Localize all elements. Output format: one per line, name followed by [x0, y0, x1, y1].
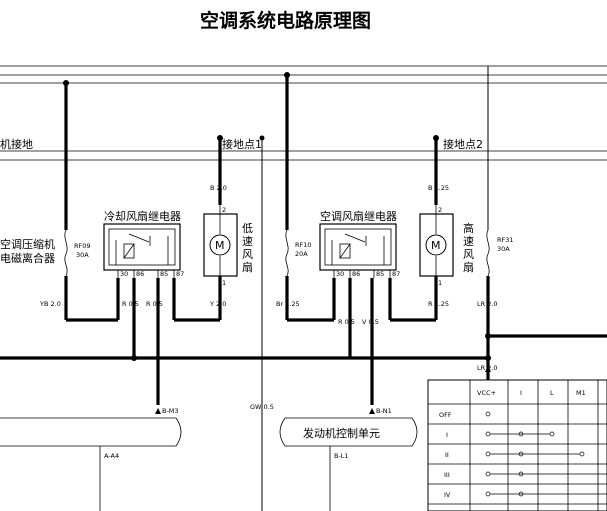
low-fan-pin-top: 2 [222, 206, 226, 214]
table-row-iii: III [444, 471, 450, 479]
connector-bn1: B-N1 [376, 407, 392, 415]
low-fan-label-4: 扇 [242, 260, 253, 274]
high-fan-label-4: 扇 [463, 260, 474, 274]
table-row-iv: IV [444, 491, 451, 499]
ecu-label: 发动机控制单元 [303, 426, 380, 440]
high-fan-pin-bottom: 1 [438, 279, 442, 287]
wire-label-lr20b: LR 2.0 [477, 364, 498, 372]
fuse-rf10-name: RF10 [295, 241, 312, 249]
relay1-wiring [116, 278, 220, 405]
relay2-pin-87: 87 [392, 270, 400, 278]
wire-label-r05c: R 0.5 [338, 318, 355, 326]
fuse-rf09-name: RF09 [74, 242, 91, 250]
wire-label-b125: B 1.25 [428, 184, 449, 192]
engine-control-unit [279, 408, 418, 511]
low-fan-label-2: 速 [242, 235, 253, 248]
cooling-fan-relay-label: 冷却风扇继电器 [104, 209, 181, 223]
ground-bus [0, 150, 607, 161]
relay1-pin-30: 30 [120, 270, 128, 278]
wire-label-b20: B 2.0 [210, 184, 227, 192]
rf31-circuit [485, 66, 607, 380]
table-row-ii: II [445, 451, 449, 459]
fuse-rf31-rating: 30A [497, 245, 510, 253]
table-row-i: I [446, 431, 448, 439]
table-header-vcc: VCC+ [477, 389, 496, 397]
low-fan-label-3: 风 [242, 248, 253, 261]
fuse-rf31-name: RF31 [497, 236, 514, 244]
high-fan-label-2: 速 [463, 235, 474, 248]
relay2-pin-86: 86 [352, 270, 360, 278]
low-fan-pin-bottom: 1 [222, 279, 226, 287]
table-row-off: OFF [439, 411, 452, 419]
ac-fan-fuse-circuit [284, 72, 334, 322]
fuse-rf10-rating: 20A [295, 250, 308, 258]
low-fan-label-1: 低 [242, 222, 253, 235]
wire-label-yb20: YB 2.0 [39, 300, 61, 308]
connector-aa4: A-A4 [104, 452, 119, 460]
connector-bl1: B-L1 [334, 452, 349, 460]
ground-wire-gw [259, 135, 265, 511]
relay1-pin-85: 85 [160, 270, 168, 278]
ground-point-1-label: 接地点1 [222, 138, 262, 151]
wire-label-r05b: R 0.5 [146, 300, 163, 308]
wire-label-y20: Y 2.0 [209, 300, 226, 308]
compressor-clutch-label-1: 空调压缩机 [0, 237, 55, 251]
ground-left-label: 机接地 [0, 137, 33, 151]
high-fan-label-1: 高 [463, 221, 474, 235]
compressor-clutch-circuit [63, 80, 118, 322]
relay2-pin-30: 30 [336, 270, 344, 278]
high-speed-fan-circuit [419, 135, 454, 320]
wire-label-gw05: GW 0.5 [250, 403, 274, 411]
wire-label-r125: R 1.25 [428, 300, 449, 308]
high-fan-label-3: 风 [463, 248, 474, 261]
relay1-pin-86: 86 [136, 270, 144, 278]
high-fan-motor-symbol: M [431, 239, 441, 252]
wire-label-lr20a: LR 2.0 [477, 300, 498, 308]
left-ecu-bracket [0, 408, 182, 511]
table-header-m1: M1 [576, 389, 586, 397]
relay2-pin-85: 85 [376, 270, 384, 278]
wire-label-br125: Br 1.25 [276, 300, 300, 308]
table-header-l: L [550, 389, 554, 397]
switch-table [427, 379, 607, 511]
power-bus [0, 65, 607, 84]
relay1-pin-87: 87 [176, 270, 184, 278]
ac-fan-relay [319, 223, 397, 278]
low-speed-fan-circuit [203, 135, 238, 320]
low-fan-motor-symbol: M [215, 239, 225, 252]
fuse-rf09-rating: 30A [76, 251, 89, 259]
compressor-clutch-label-2: 电磁离合器 [0, 251, 55, 265]
ac-fan-relay-label: 空调风扇继电器 [320, 209, 397, 223]
cooling-fan-relay [103, 223, 181, 278]
wire-label-r05a: R 0.5 [122, 300, 139, 308]
high-fan-pin-top: 2 [438, 206, 442, 214]
ground-point-2-label: 接地点2 [443, 138, 483, 151]
connector-bm3: B-M3 [162, 407, 179, 415]
relay2-wiring [332, 278, 436, 405]
wire-label-v05: V 0.5 [362, 318, 379, 326]
table-header-i: I [520, 389, 522, 397]
diagram-title: 空调系统电路原理图 [200, 9, 371, 32]
